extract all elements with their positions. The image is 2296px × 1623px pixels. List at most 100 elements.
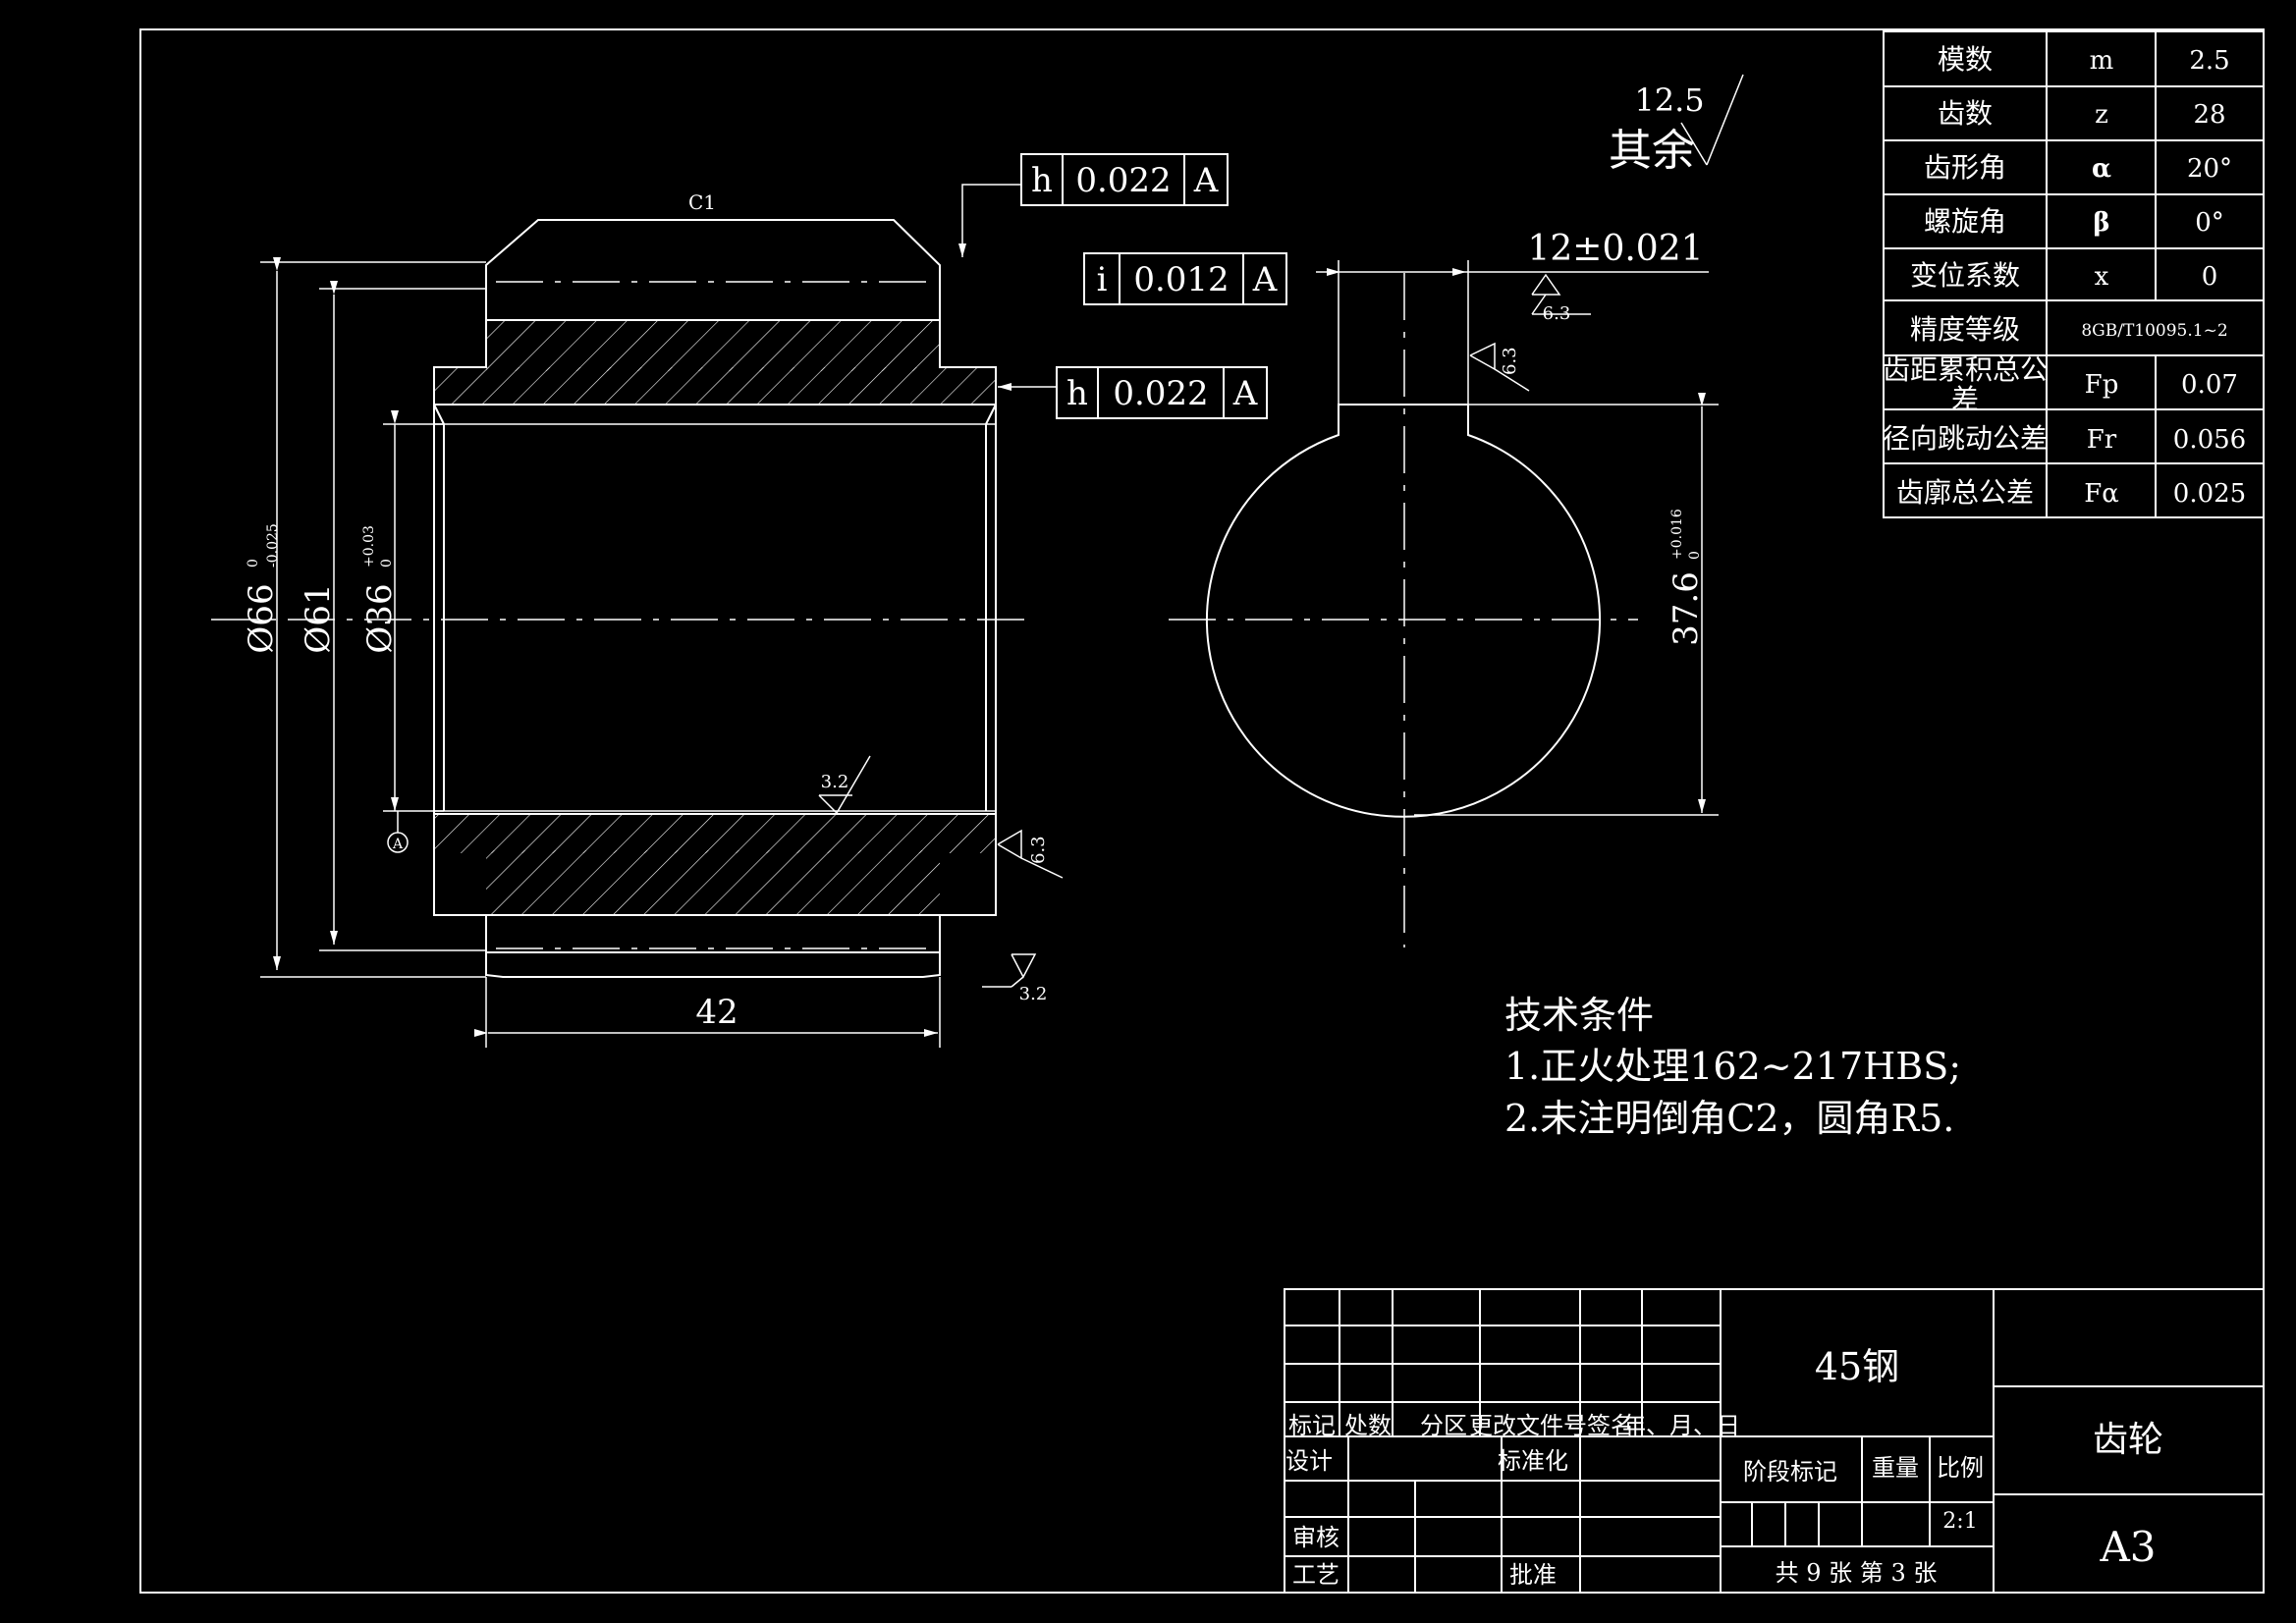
svg-text:0.07: 0.07 <box>2181 370 2238 400</box>
svg-text:精度等级: 精度等级 <box>1910 313 2020 346</box>
keyway-depth-tol-upper: +0.016 <box>1669 509 1685 560</box>
svg-text:A: A <box>1232 374 1258 413</box>
svg-text:工艺: 工艺 <box>1292 1561 1339 1589</box>
datum-marker-label: A <box>392 837 404 852</box>
svg-text:齿形角: 齿形角 <box>1924 151 2006 184</box>
svg-text:差: 差 <box>1951 383 1979 415</box>
drawing-frame <box>139 28 2265 1594</box>
roughness-general-value: 12.5 <box>1634 81 1704 119</box>
chamfer-label: C1 <box>688 190 716 214</box>
lower-hatch-area <box>434 814 996 853</box>
roughness-key-1: 6.3 <box>1543 303 1571 324</box>
svg-text:模数: 模数 <box>1938 43 1993 76</box>
svg-text:h: h <box>1031 161 1053 200</box>
svg-text:变位系数: 变位系数 <box>1910 259 2020 292</box>
od-tol-lower: -0.025 <box>265 523 281 568</box>
svg-text:Fp: Fp <box>2085 370 2119 400</box>
svg-text:螺旋角: 螺旋角 <box>1924 205 2006 238</box>
svg-text:齿距累积总公: 齿距累积总公 <box>1883 353 2048 386</box>
svg-text:设计: 设计 <box>1285 1447 1333 1475</box>
tech-notes-line1: 1.正火处理162~217HBS; <box>1504 1045 1961 1088</box>
sheet-size-label: A3 <box>2099 1523 2156 1571</box>
svg-text:0.056: 0.056 <box>2173 425 2246 455</box>
part-name-label: 齿轮 <box>2093 1420 2163 1460</box>
svg-text:3.2: 3.2 <box>1019 984 1048 1004</box>
svg-text:比例: 比例 <box>1937 1454 1984 1482</box>
tolerance-frame-2: i 0.012 A <box>1083 252 1287 305</box>
tolerance-frame-3: h 0.022 A <box>998 366 1268 419</box>
material-label: 45钢 <box>1815 1345 1899 1388</box>
svg-text:0: 0 <box>2202 262 2218 292</box>
svg-text:齿数: 齿数 <box>1938 97 1993 130</box>
svg-text:共 9 张 第 3 张: 共 9 张 第 3 张 <box>1776 1559 1938 1587</box>
tech-notes-title: 技术条件 <box>1504 994 1654 1037</box>
svg-text:z: z <box>2095 100 2108 130</box>
upper-hatch-area <box>486 320 940 371</box>
svg-text:0.012: 0.012 <box>1133 260 1229 299</box>
roughness-tooth: 3.2 <box>982 953 1048 1004</box>
svg-text:2:1: 2:1 <box>1942 1509 1977 1534</box>
diameter-dimensions: Ø66 0 -0.025 Ø61 Ø36 +0.03 0 A 42 <box>242 257 941 1048</box>
title-block: 45钢 齿轮 A3 标记 处数 分区 更改文件号 签名 年、月、日 设计 标准化… <box>1284 1288 2265 1594</box>
technical-notes: 技术条件 1.正火处理162~217HBS; 2.未注明倒角C2，圆角R5. <box>1504 994 1961 1140</box>
tolerance-frame-1: h 0.022 A <box>958 153 1229 257</box>
svg-text:A: A <box>1193 161 1219 200</box>
od-tol-upper: 0 <box>246 559 261 568</box>
svg-text:径向跳动公差: 径向跳动公差 <box>1883 422 2048 455</box>
svg-text:28: 28 <box>2193 100 2225 130</box>
svg-text:更改文件号: 更改文件号 <box>1469 1412 1587 1439</box>
upper-hub-hatch-area <box>434 367 996 405</box>
svg-text:m: m <box>2090 46 2114 76</box>
svg-text:20°: 20° <box>2187 154 2232 184</box>
svg-text:2.5: 2.5 <box>2189 46 2229 76</box>
bore-tol-upper: +0.03 <box>361 525 377 568</box>
svg-text:重量: 重量 <box>1872 1454 1919 1482</box>
gear-outline <box>433 219 997 978</box>
bore-tol-lower: 0 <box>379 559 395 568</box>
svg-text:3.2: 3.2 <box>821 772 849 792</box>
gear-parameter-table: 模数 m 2.5 齿数 z 28 齿形角 α 20° 螺旋角 β 0° 变位系数… <box>1883 30 2265 518</box>
hub-keyway-view: 12±0.021 37.6 +0.016 0 6.3 6.3 <box>1169 229 1719 947</box>
gear-section-view: C1 <box>211 190 1031 978</box>
svg-text:签名: 签名 <box>1587 1412 1634 1439</box>
svg-text:x: x <box>2095 262 2109 292</box>
svg-text:阶段标记: 阶段标记 <box>1743 1458 1837 1486</box>
keyway-depth-tol-lower: 0 <box>1687 551 1703 560</box>
svg-text:β: β <box>2093 208 2109 238</box>
keyway-width-label: 12±0.021 <box>1527 229 1703 269</box>
bore-with-keyway <box>1206 404 1601 818</box>
svg-text:处数: 处数 <box>1344 1412 1392 1439</box>
svg-text:6.3: 6.3 <box>1028 836 1049 864</box>
width-label: 42 <box>695 993 738 1032</box>
svg-text:A: A <box>1252 260 1278 299</box>
roughness-general-label: 其余 <box>1609 126 1695 176</box>
roughness-face: 6.3 <box>997 829 1064 879</box>
svg-text:Fr: Fr <box>2087 425 2117 455</box>
svg-text:0.022: 0.022 <box>1075 161 1171 200</box>
svg-text:年、月、日: 年、月、日 <box>1622 1412 1740 1439</box>
bore-main-label: Ø36 <box>360 583 400 653</box>
svg-text:8GB/T10095.1~2: 8GB/T10095.1~2 <box>2081 321 2227 341</box>
svg-text:标记: 标记 <box>1288 1412 1336 1439</box>
svg-text:α: α <box>2092 154 2111 184</box>
svg-text:Fα: Fα <box>2084 479 2119 509</box>
svg-text:齿廓总公差: 齿廓总公差 <box>1896 476 2034 509</box>
roughness-general: 12.5 其余 <box>1609 74 1744 176</box>
lower-rim-hatch-area <box>486 850 940 915</box>
svg-text:0.022: 0.022 <box>1113 374 1208 413</box>
svg-text:h: h <box>1066 374 1088 413</box>
tech-notes-line2: 2.未注明倒角C2，圆角R5. <box>1504 1097 1954 1140</box>
keyway-depth-label: 37.6 <box>1667 571 1706 646</box>
od-inner-label: Ø61 <box>299 583 338 653</box>
svg-text:0°: 0° <box>2195 208 2224 238</box>
roughness-key-2: 6.3 <box>1500 347 1520 375</box>
svg-text:分区: 分区 <box>1420 1412 1467 1439</box>
od-main-label: Ø66 <box>242 583 281 653</box>
svg-text:审核: 审核 <box>1292 1524 1339 1551</box>
svg-text:标准化: 标准化 <box>1498 1447 1568 1475</box>
svg-text:i: i <box>1097 260 1108 299</box>
svg-text:0.025: 0.025 <box>2173 479 2246 509</box>
svg-text:批准: 批准 <box>1509 1561 1557 1589</box>
roughness-bore: 3.2 <box>818 755 871 815</box>
